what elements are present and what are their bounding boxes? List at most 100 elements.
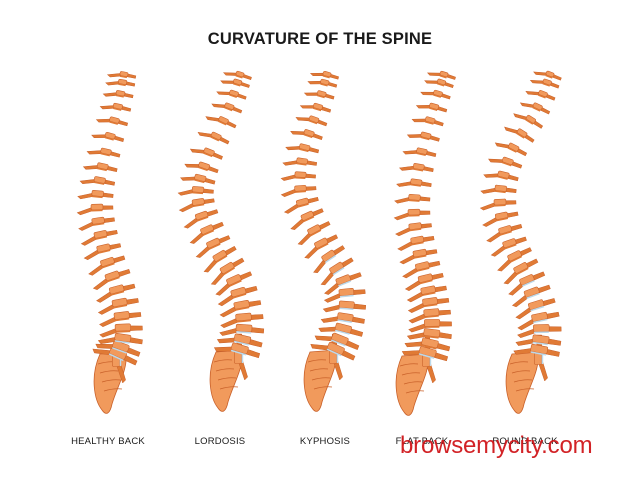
vertebra — [189, 147, 223, 160]
vertebra — [99, 323, 143, 338]
vertebra — [223, 70, 252, 81]
vertebra — [295, 115, 328, 127]
vertebra — [427, 70, 456, 80]
vertebra — [503, 258, 539, 285]
vertebra — [304, 234, 339, 259]
vertebra — [525, 90, 556, 101]
label-lordosis: LORDOSIS — [194, 436, 246, 447]
vertebra — [482, 211, 519, 227]
page-title: CURVATURE OF THE SPINE — [207, 30, 433, 48]
vertebra — [396, 178, 432, 187]
vertebra — [394, 193, 431, 204]
vertebra — [95, 340, 141, 357]
vertebra — [424, 78, 454, 89]
vertebra — [517, 311, 560, 331]
vertebra — [497, 247, 532, 272]
vertebra — [399, 248, 438, 265]
vertebra — [299, 102, 332, 113]
vertebra — [307, 78, 338, 88]
vertebra — [323, 287, 366, 303]
vertebra — [494, 142, 528, 157]
vertebra — [220, 78, 250, 88]
vertebra — [80, 229, 118, 246]
vertebra — [480, 184, 517, 194]
sacrum — [505, 351, 539, 414]
vertebra — [97, 297, 139, 315]
vertebra — [397, 235, 435, 251]
vertebra — [515, 298, 556, 320]
vertebra — [303, 90, 335, 100]
vertebra — [483, 170, 519, 182]
vertebra — [180, 173, 216, 185]
label-kyphosis: KYPHOSIS — [299, 436, 351, 447]
vertebra — [406, 131, 440, 142]
label-round-back: ROUND BACK — [492, 436, 558, 447]
vertebra — [102, 90, 134, 99]
watermark: browsemycity.com — [400, 432, 593, 459]
vertebra — [88, 255, 126, 276]
vertebra — [219, 299, 262, 318]
vertebra — [216, 89, 247, 100]
vertebra — [313, 245, 345, 273]
vertebra — [407, 297, 450, 313]
vertebra — [297, 221, 331, 245]
vertebra — [105, 78, 136, 87]
vertebra — [515, 334, 562, 346]
vertebra — [216, 333, 263, 348]
vertebra — [398, 163, 434, 172]
sacrum — [303, 349, 337, 412]
vertebra — [76, 203, 114, 216]
vertebra — [99, 311, 142, 327]
vertebra — [318, 322, 364, 337]
vertebra — [96, 283, 136, 303]
vertebra — [511, 284, 551, 308]
label-healthy-back: HEALTHY BACK — [71, 436, 145, 447]
vertebra — [309, 70, 339, 80]
vertebra — [533, 70, 562, 81]
vertebra — [395, 222, 432, 237]
spine-round-back — [479, 70, 562, 414]
vertebra — [513, 343, 560, 357]
vertebra — [404, 272, 444, 291]
vertebra — [406, 285, 447, 303]
vertebra — [486, 224, 523, 243]
vertebra — [519, 102, 551, 115]
sacrum — [93, 351, 127, 414]
vertebra — [406, 328, 452, 340]
vertebra — [82, 162, 118, 173]
vertebra — [91, 131, 125, 142]
spine-healthy-back — [76, 71, 143, 414]
vertebra — [86, 147, 121, 158]
vertebra — [320, 312, 365, 324]
spine-lordosis — [177, 70, 265, 412]
vertebra — [178, 198, 215, 213]
vertebra — [322, 300, 367, 313]
vertebra — [97, 333, 143, 345]
vertebra — [402, 260, 441, 279]
vertebra — [280, 184, 317, 197]
vertebra — [320, 257, 354, 286]
vertebra — [197, 131, 230, 145]
vertebra — [213, 342, 261, 359]
vertebra — [310, 341, 356, 361]
vertebra — [479, 198, 517, 211]
vertebra — [177, 186, 214, 196]
vertebra — [517, 324, 562, 338]
vertebra — [99, 102, 132, 112]
vertebra — [92, 269, 131, 290]
vertebra — [290, 129, 323, 141]
vertebra — [411, 116, 444, 127]
vertebra — [77, 189, 114, 200]
vertebra — [203, 245, 237, 273]
label-flat-back: FLAT BACK — [395, 436, 449, 447]
vertebra — [217, 285, 258, 307]
vertebra — [184, 161, 219, 174]
vertebra — [189, 221, 224, 244]
spine-flat-back — [393, 70, 456, 416]
vertebra — [504, 126, 535, 143]
vertebra — [529, 78, 560, 89]
vertebra — [324, 272, 362, 295]
vertebra — [210, 257, 245, 285]
sacrum — [395, 353, 429, 416]
